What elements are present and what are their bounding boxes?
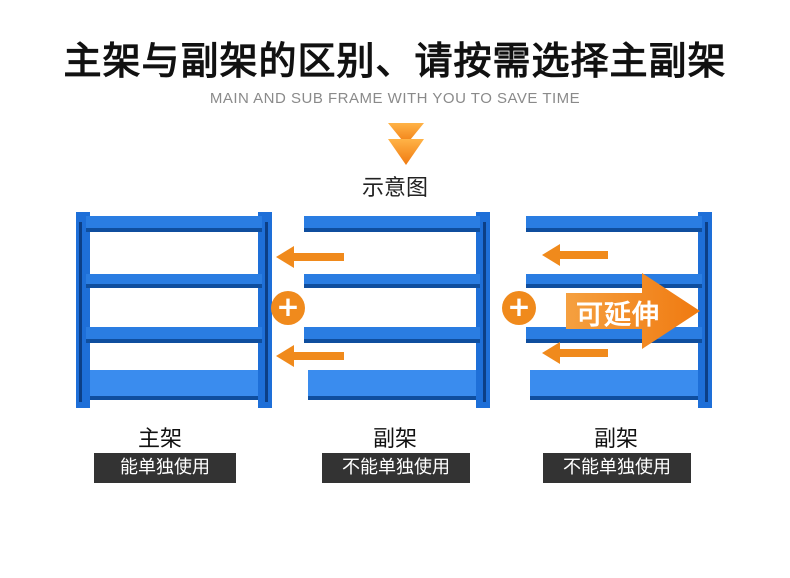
rack-label-sub-extend: 副架 [593,427,638,452]
status-badge: 不能单独使用 [322,453,470,483]
status-badge: 不能单独使用 [543,453,691,483]
arrow-right-icon [566,273,700,349]
main-frame-rack-image [76,212,272,408]
diagram-label: 示意图 [361,176,428,201]
page-subtitle: MAIN AND SUB FRAME WITH YOU TO SAVE TIME [209,90,581,107]
plus-icon: + [502,291,536,325]
plus-icon: + [271,291,305,325]
extend-arrow: 可延伸 [566,273,700,353]
page-title: 主架与副架的区别、请按需选择主副架 [63,39,727,83]
arrow-left-icon [542,244,608,266]
rack-label-main: 主架 [137,427,182,452]
arrow-left-icon [276,246,344,268]
sub-frame-extend-rack-image [526,212,712,408]
status-badge: 能单独使用 [94,453,236,483]
rack-label-sub: 副架 [372,427,417,452]
sub-frame-rack-image [304,212,490,408]
arrow-left-icon [276,345,344,367]
extend-label: 可延伸 [576,300,660,331]
chevron-down-icon [388,123,424,165]
arrow-left-icon [542,342,608,364]
